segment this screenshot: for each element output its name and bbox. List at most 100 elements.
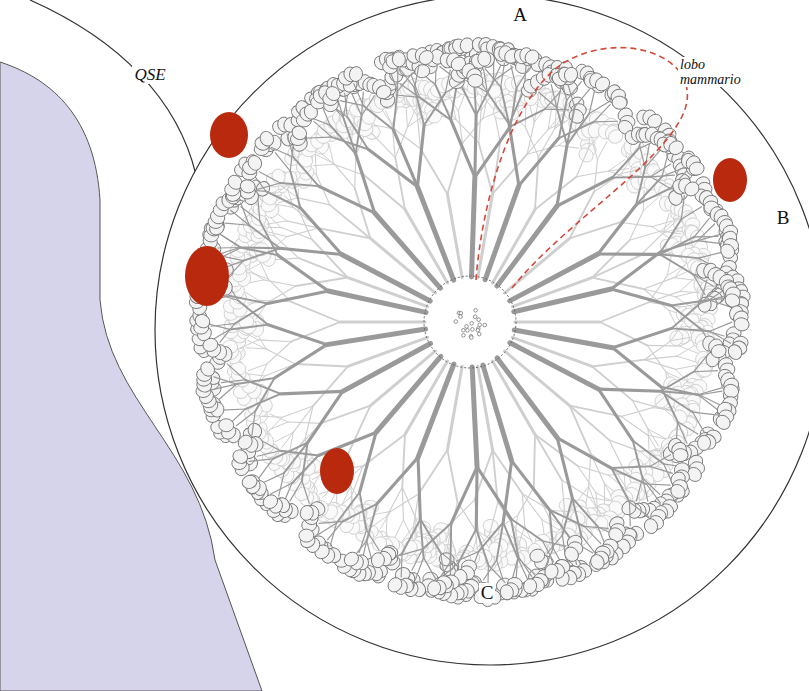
- duct: [417, 116, 420, 149]
- duct: [557, 108, 567, 145]
- duct: [710, 322, 732, 331]
- lobule: [522, 578, 537, 595]
- duct: [288, 422, 321, 423]
- duct: [534, 435, 535, 488]
- duct: [644, 360, 675, 370]
- duct: [527, 129, 548, 154]
- duct: [449, 523, 452, 561]
- duct: [267, 342, 291, 364]
- duct: [592, 240, 629, 277]
- duct: [646, 484, 660, 503]
- lobule: [341, 549, 361, 569]
- duct: [298, 198, 330, 205]
- duct: [567, 113, 589, 144]
- duct: [485, 69, 501, 87]
- duct: [568, 84, 575, 107]
- duct: [680, 291, 700, 292]
- duct: [287, 228, 319, 237]
- duct: [621, 408, 652, 417]
- duct: [525, 127, 538, 157]
- duct: [281, 432, 293, 448]
- duct: [220, 324, 235, 343]
- lobule: [710, 343, 728, 359]
- lobule: [529, 548, 547, 564]
- duct: [646, 484, 670, 485]
- duct: [252, 411, 255, 435]
- duct: [483, 560, 496, 580]
- duct: [318, 432, 376, 455]
- duct: [240, 340, 258, 348]
- duct: [577, 466, 595, 493]
- duct: [681, 196, 684, 220]
- lobule: [198, 359, 218, 379]
- duct: [268, 291, 329, 304]
- duct: [278, 255, 329, 291]
- duct: [345, 93, 348, 117]
- lobule: [688, 161, 705, 177]
- duct: [604, 484, 605, 504]
- duct: [677, 346, 694, 357]
- duct: [248, 364, 267, 371]
- duct: [636, 177, 662, 205]
- duct: [360, 492, 367, 530]
- duct: [629, 231, 660, 240]
- duct: [258, 197, 260, 221]
- duct: [483, 69, 487, 93]
- duct: [662, 167, 684, 176]
- duct: [672, 303, 701, 328]
- duct: [599, 389, 633, 441]
- lobule: [499, 584, 514, 601]
- duct: [598, 205, 636, 254]
- duct: [698, 241, 722, 244]
- duct: [629, 211, 643, 241]
- duct: [319, 521, 343, 523]
- duct: [280, 183, 318, 186]
- duct: [327, 329, 426, 345]
- duct: [269, 422, 288, 430]
- duct: [462, 118, 483, 143]
- duct: [576, 171, 608, 177]
- lobule: [668, 482, 688, 502]
- duct: [557, 145, 567, 206]
- duct: [343, 344, 431, 392]
- lobule: [371, 552, 386, 568]
- duct: [308, 137, 332, 139]
- lobule: [673, 448, 689, 462]
- duct: [642, 478, 647, 501]
- duct: [334, 163, 355, 188]
- duct: [676, 365, 696, 369]
- duct: [645, 150, 661, 168]
- duct: [262, 473, 284, 483]
- duct: [514, 330, 612, 348]
- duct: [661, 218, 676, 231]
- duct: [675, 292, 695, 297]
- duct: [314, 164, 334, 165]
- duct: [509, 89, 524, 124]
- duct: [275, 432, 293, 442]
- lobule: [733, 316, 751, 332]
- duct: [572, 498, 581, 535]
- duct: [249, 459, 273, 461]
- duct: [694, 371, 718, 372]
- duct: [611, 252, 661, 289]
- duct: [699, 394, 720, 405]
- duct: [632, 400, 648, 429]
- duct: [290, 481, 302, 502]
- duct: [420, 149, 447, 194]
- duct: [644, 356, 676, 359]
- duct: [451, 120, 475, 177]
- duct: [214, 377, 237, 384]
- duct: [242, 247, 280, 250]
- duct: [648, 435, 658, 452]
- lobule: [595, 516, 608, 531]
- duct: [515, 321, 600, 324]
- duct: [636, 188, 671, 205]
- duct: [648, 435, 668, 439]
- deep-lobes: [221, 71, 719, 572]
- duct: [475, 467, 479, 529]
- duct: [483, 110, 502, 118]
- duct: [218, 247, 242, 249]
- duct: [501, 87, 509, 125]
- duct: [282, 406, 313, 417]
